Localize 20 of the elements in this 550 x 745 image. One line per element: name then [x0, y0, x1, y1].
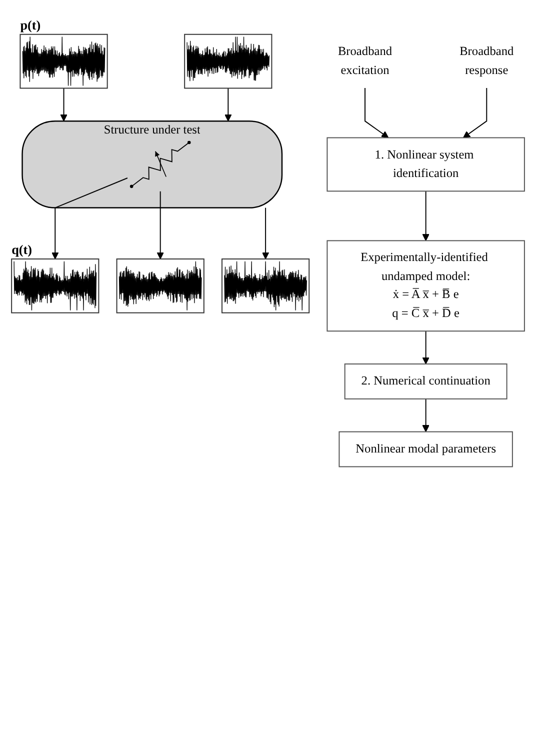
- node-box: 2. Numerical continuation: [344, 363, 508, 400]
- node-text: Broadband response: [460, 45, 514, 77]
- arrow: [422, 330, 430, 364]
- node-text: Broadband excitation: [338, 45, 392, 77]
- arrow: [60, 88, 68, 122]
- arrow: [462, 88, 488, 138]
- arrow: [52, 178, 128, 260]
- arrow: [422, 190, 430, 241]
- arrow: [156, 190, 164, 260]
- signal-label: q(t): [12, 242, 32, 258]
- cluster: Structure under test: [22, 120, 283, 208]
- arrow: [262, 207, 270, 260]
- node-box: Experimentally-identified undamped model: ẋ = A̅ x̅ + B̅ e q = C̅ x̅ + D̅ e: [326, 240, 525, 332]
- signal-plot: [184, 34, 272, 89]
- arrow: [224, 88, 232, 122]
- node-box: Nonlinear modal parameters: [338, 431, 513, 468]
- arrow: [364, 88, 389, 138]
- arrow: [422, 398, 430, 432]
- node-box: 1. Nonlinear system identification: [326, 137, 525, 192]
- signal-label: p(t): [20, 17, 41, 32]
